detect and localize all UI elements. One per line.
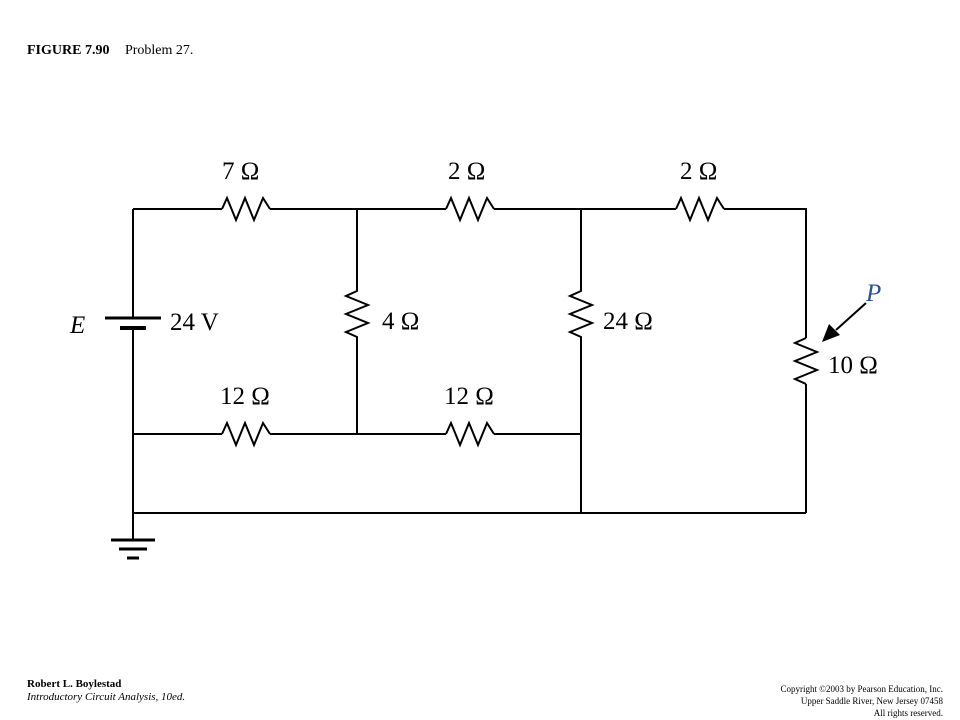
potentiometer-10-ohm xyxy=(792,337,820,385)
resistor-7-ohm xyxy=(221,195,271,223)
label-10-ohm: 10 Ω xyxy=(828,352,878,379)
footer-book-info: Robert L. Boylestad Introductory Circuit… xyxy=(27,678,185,704)
resistor-2-ohm-right xyxy=(675,195,725,223)
footer-book-title: Introductory Circuit Analysis, 10ed. xyxy=(27,691,186,703)
label-2-ohm-right: 2 Ω xyxy=(680,158,717,185)
resistor-2-ohm-middle xyxy=(445,195,495,223)
copyright-line-1: Copyright ©2003 by Pearson Education, In… xyxy=(780,684,943,694)
label-12-ohm-left: 12 Ω xyxy=(220,383,270,410)
label-source-symbol: E xyxy=(69,312,85,339)
wire-vertical-4-ohm xyxy=(343,209,371,434)
figure-number: FIGURE 7.90 xyxy=(27,43,110,58)
point-p-arrow-head xyxy=(822,324,840,342)
resistor-12-ohm-middle xyxy=(445,420,495,448)
wire-vertical-24-ohm xyxy=(567,209,595,513)
resistor-12-ohm-left xyxy=(221,420,271,448)
label-2-ohm-middle: 2 Ω xyxy=(448,158,485,185)
figure-caption: FIGURE 7.90 Problem 27. xyxy=(27,43,193,59)
copyright-line-2: Upper Saddle River, New Jersey 07458 xyxy=(800,696,943,706)
label-source-voltage: 24 V xyxy=(170,309,219,336)
copyright-line-3: All rights reserved. xyxy=(873,708,943,718)
label-24-ohm: 24 Ω xyxy=(603,308,653,335)
footer-copyright: Copyright ©2003 by Pearson Education, In… xyxy=(780,683,943,719)
label-7-ohm: 7 Ω xyxy=(222,158,259,185)
label-12-ohm-middle: 12 Ω xyxy=(444,383,494,410)
problem-label: Problem 27. xyxy=(124,43,194,58)
point-p-arrow-line xyxy=(835,302,867,331)
label-point-p: P xyxy=(865,280,881,307)
wire-top-4 xyxy=(724,208,807,338)
footer-author: Robert L. Boylestad xyxy=(27,678,122,690)
label-4-ohm: 4 Ω xyxy=(382,308,419,335)
